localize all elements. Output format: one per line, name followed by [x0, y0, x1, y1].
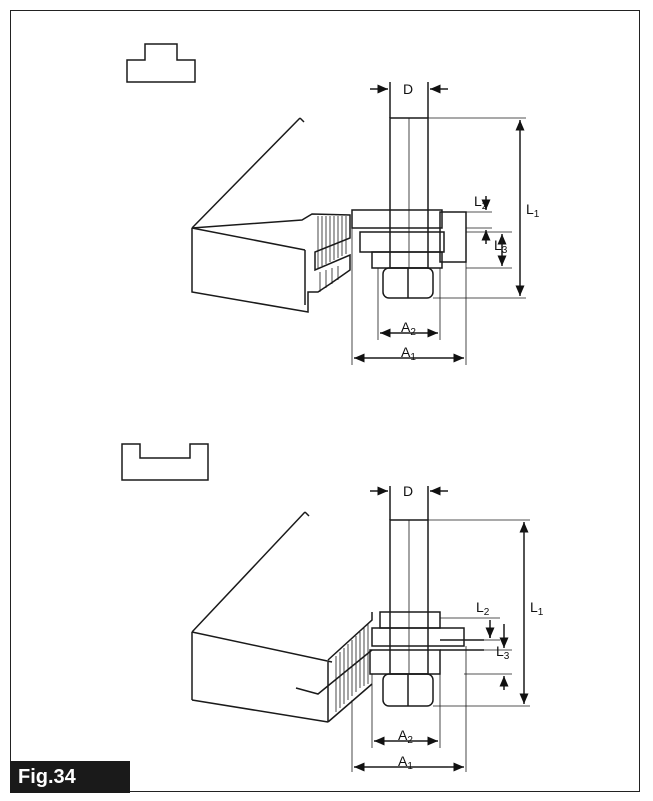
bottom-diagram [121, 443, 530, 772]
svg-text:L3: L3 [496, 643, 510, 662]
t-slot-profile-icon [126, 43, 196, 83]
top-extrusion-body [191, 213, 351, 313]
svg-text:A1: A1 [398, 753, 413, 772]
figure-label: Fig.34 [10, 761, 130, 793]
svg-text:L1: L1 [526, 201, 540, 220]
svg-text:L3: L3 [494, 237, 508, 256]
figure-frame [10, 10, 640, 792]
svg-text:L1: L1 [530, 599, 544, 618]
u-slot-profile-icon [121, 443, 209, 481]
top-diagram [126, 43, 526, 365]
bottom-dimension-labels: D L1 L2 L3 A2 A1 [398, 483, 544, 772]
top-dimension-labels: D L1 L2 L3 A2 A1 [401, 81, 540, 363]
svg-text:L2: L2 [474, 193, 488, 212]
top-dim-d: D [403, 81, 413, 97]
bottom-dim-d: D [403, 483, 413, 499]
svg-text:L2: L2 [476, 599, 490, 618]
svg-text:A1: A1 [401, 344, 416, 363]
svg-text:A2: A2 [398, 727, 413, 746]
svg-text:A2: A2 [401, 319, 416, 338]
